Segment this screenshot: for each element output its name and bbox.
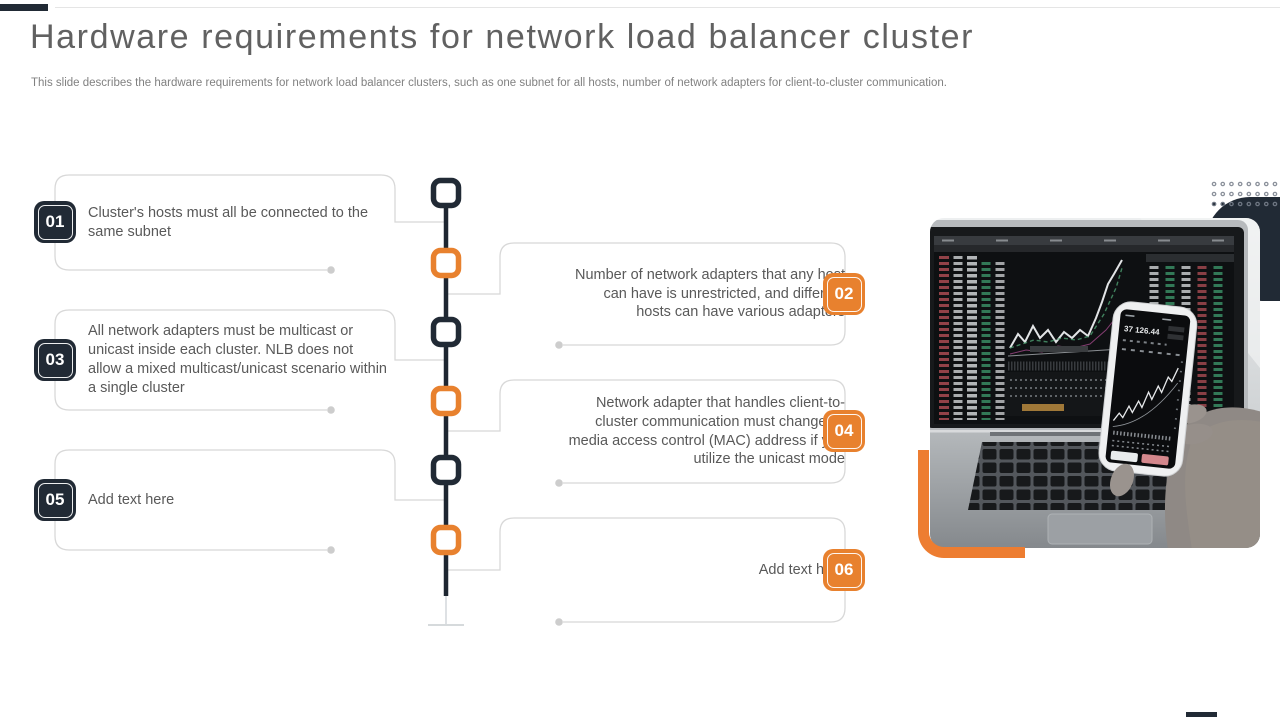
- laptop-screen: [930, 220, 1248, 432]
- timeline-node-6: [430, 524, 462, 556]
- thumb: [1109, 463, 1135, 497]
- timeline-item-5: Add text here: [55, 450, 428, 550]
- timeline-item-3: All network adapters must be multicast o…: [55, 310, 428, 410]
- timeline-item-6-text: Add text here: [758, 561, 845, 578]
- dots-pattern: [1211, 181, 1280, 207]
- timeline-node-1: [430, 177, 462, 209]
- timeline-item-4-text: Network adapter that handles client-to-c…: [568, 394, 845, 468]
- timeline-node-5: [430, 454, 462, 486]
- timeline-node-4: [430, 385, 462, 417]
- badge-06: 06: [823, 549, 865, 591]
- timeline-node-3: [430, 316, 462, 348]
- timeline-item-1-text: Cluster's hosts must all be connected to…: [88, 204, 369, 240]
- badge-03: 03: [34, 339, 76, 381]
- badge-02: 02: [823, 273, 865, 315]
- bottom-accent-bar: [1186, 712, 1217, 717]
- timeline-item-2: Number of network adapters that any host…: [500, 243, 882, 345]
- hand: [1164, 404, 1260, 548]
- badge-01: 01: [34, 201, 76, 243]
- slide-subtitle: This slide describes the hardware requir…: [31, 77, 947, 89]
- top-divider-line: [55, 7, 1280, 8]
- timeline-item-2-text: Number of network adapters that any host…: [574, 266, 845, 321]
- timeline-item-5-text: Add text here: [88, 491, 175, 508]
- timeline-nodes: [430, 177, 462, 556]
- phone-price-text: 37 126.44: [1124, 324, 1161, 337]
- candlestick-line: [1009, 259, 1123, 349]
- timeline-item-1: Cluster's hosts must all be connected to…: [55, 175, 428, 270]
- timeline-item-3-text: All network adapters must be multicast o…: [88, 323, 387, 396]
- timeline-item-4: Network adapter that handles client-to-c…: [500, 380, 882, 483]
- laptop-trading-photo: 37 126.44: [930, 218, 1260, 548]
- orange-corner-bracket: [918, 450, 1025, 558]
- badge-04: 04: [823, 410, 865, 452]
- phone-chart-line: [1112, 367, 1179, 421]
- timeline-node-2: [430, 247, 462, 279]
- page-title: Hardware requirements for network load b…: [30, 18, 975, 56]
- phone: 37 126.44: [1098, 301, 1198, 477]
- top-accent-bar: [0, 4, 48, 11]
- badge-05: 05: [34, 479, 76, 521]
